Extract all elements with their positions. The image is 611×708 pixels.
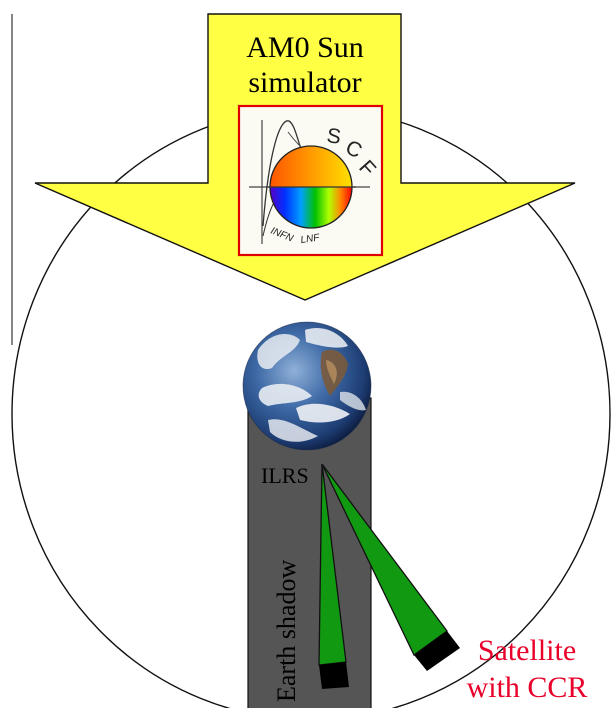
scf-logo: S C F INFN LNF: [237, 104, 384, 257]
satellite-label-line2: with CCR: [467, 671, 588, 704]
logo-letter-s: S: [325, 124, 342, 149]
logo-text-lnf: LNF: [300, 232, 321, 246]
sun-simulator-title-line2: simulator: [248, 66, 361, 99]
earth-shadow-label: Earth shadow: [272, 560, 301, 702]
satellite-label-line1: Satellite: [478, 634, 576, 667]
earth-globe: [242, 321, 372, 451]
satellite-ccr-1: [319, 662, 349, 689]
sun-simulator-title-line1: AM0 Sun: [246, 31, 364, 64]
ilrs-label: ILRS: [261, 463, 309, 488]
satellite-ccr-2: [414, 631, 460, 671]
